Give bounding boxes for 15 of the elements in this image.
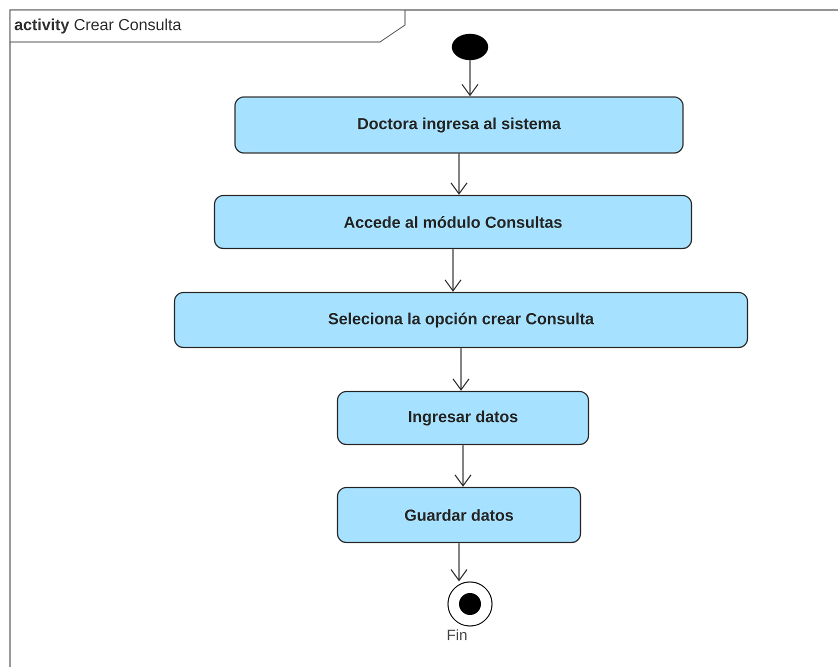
node-caption: Fin: [448, 629, 466, 640]
arrow: [452, 348, 470, 391]
frame-title: activity Crear Consulta: [14, 18, 182, 34]
arrow: [454, 445, 472, 487]
initial-node: [452, 34, 488, 60]
action-box: Ingresar datos: [336, 390, 590, 446]
arrow: [462, 60, 478, 96]
arrow: [450, 543, 468, 582]
arrow: [450, 154, 468, 195]
action-box: Seleciona la opción crear Consulta: [174, 292, 748, 348]
action-box: Accede al módulo Consultas: [214, 194, 692, 250]
final-node: [448, 582, 492, 626]
action-box: Guardar datos: [336, 486, 582, 544]
arrow: [444, 249, 462, 292]
action-box: Doctora ingresa al sistema: [234, 96, 684, 154]
